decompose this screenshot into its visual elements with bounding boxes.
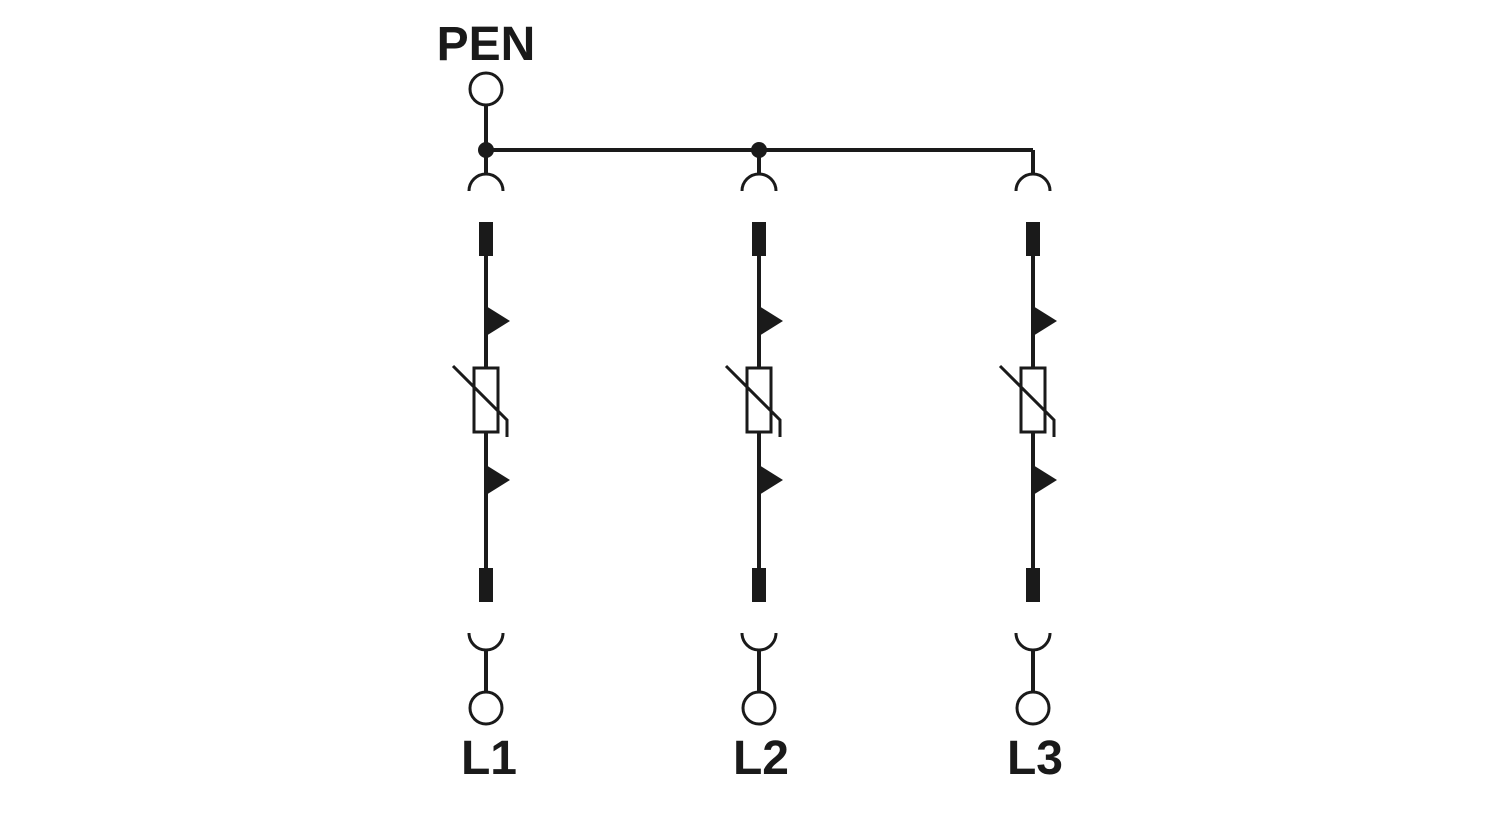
contact-top-l2 [752, 222, 766, 256]
terminal-l1 [468, 690, 504, 726]
plug-socket-top-l1 [467, 172, 505, 192]
plug-socket-bottom-l2 [740, 632, 778, 652]
contact-bottom-l3 [1026, 568, 1040, 602]
plug-socket-top-l3 [1014, 172, 1052, 192]
pen-terminal [468, 71, 504, 107]
line-label-l2: L2 [733, 732, 789, 785]
varistor-slash-l2 [724, 364, 782, 437]
diode-arrow-lower-l2 [759, 465, 783, 495]
diode-arrow-upper-l3 [1033, 306, 1057, 336]
line-label-l3: L3 [1007, 732, 1063, 785]
pen-label: PEN [437, 18, 536, 71]
varistor-slash-l3 [998, 364, 1056, 437]
terminal-l2 [741, 690, 777, 726]
contact-bottom-l2 [752, 568, 766, 602]
diode-arrow-lower-l1 [486, 465, 510, 495]
branch-l2: L2 [724, 150, 789, 785]
varistor-slash-l1 [451, 364, 509, 437]
branch-l1: L1 [451, 150, 517, 785]
plug-socket-top-l2 [740, 172, 778, 192]
contact-top-l1 [479, 222, 493, 256]
contact-bottom-l1 [479, 568, 493, 602]
diode-arrow-upper-l1 [486, 306, 510, 336]
diode-arrow-upper-l2 [759, 306, 783, 336]
line-label-l1: L1 [461, 732, 517, 785]
contact-top-l3 [1026, 222, 1040, 256]
diode-arrow-lower-l3 [1033, 465, 1057, 495]
plug-socket-bottom-l1 [467, 632, 505, 652]
plug-socket-bottom-l3 [1014, 632, 1052, 652]
varistor-body-l2 [745, 366, 773, 434]
branch-l3: L3 [998, 150, 1063, 785]
terminal-l3 [1015, 690, 1051, 726]
